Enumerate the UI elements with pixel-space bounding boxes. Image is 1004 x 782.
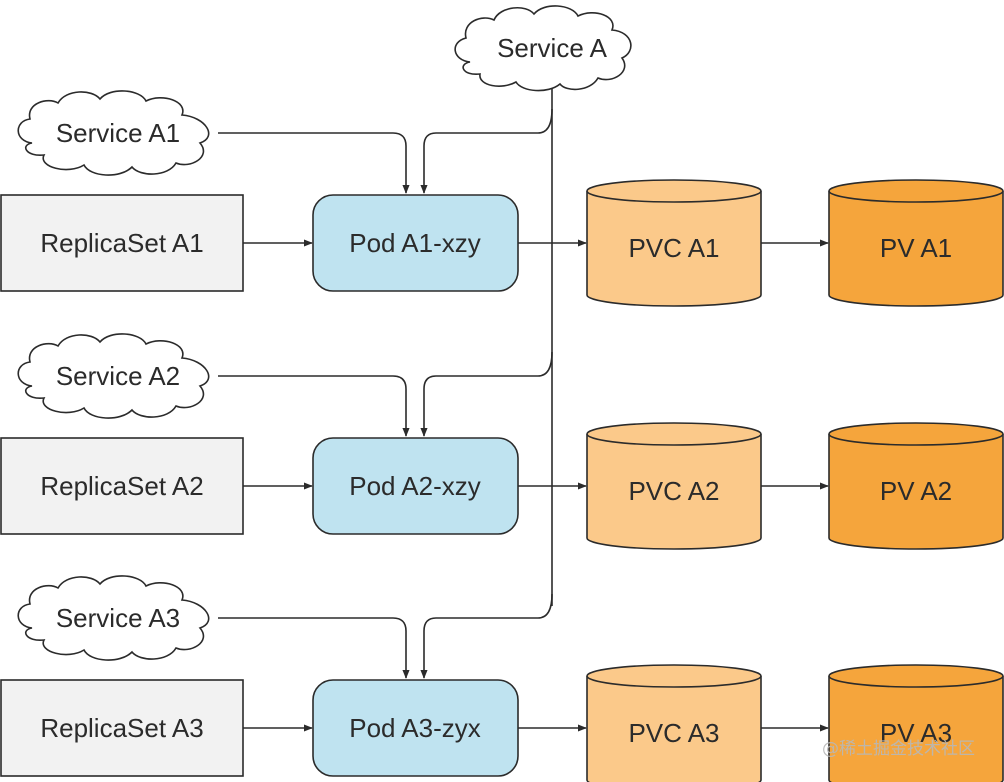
replicaset-rect bbox=[0, 679, 244, 777]
service-label: Service A2 bbox=[56, 361, 180, 391]
replicaset-rect bbox=[0, 194, 244, 292]
row-2: Service A2 ReplicaSet A2 Pod A2-xzy PVC A2 P… bbox=[0, 333, 1004, 550]
service-to-pod-arrow bbox=[218, 132, 410, 194]
pv-cylinder-label: PV A2 bbox=[880, 476, 952, 506]
replicaset-rect bbox=[0, 437, 244, 535]
cylinder-body bbox=[586, 191, 762, 307]
pod-label: Pod A2-xzy bbox=[349, 471, 481, 501]
pvc-cylinder-label: PVC A1 bbox=[628, 233, 719, 263]
cylinder-body bbox=[828, 191, 1004, 307]
cylinder-body bbox=[828, 676, 1004, 782]
pv-cylinder[interactable]: PV A1 bbox=[828, 179, 1004, 307]
service-to-pod-arrow bbox=[218, 375, 410, 437]
cloud-shape bbox=[454, 5, 632, 92]
service-cloud: Service A1 bbox=[17, 90, 210, 176]
cylinder-top bbox=[586, 179, 762, 203]
service-label: Service A3 bbox=[56, 603, 180, 633]
service-a-to-pod-arrow bbox=[420, 351, 553, 437]
pod-box[interactable]: Pod A2-xzy bbox=[312, 437, 519, 535]
pv-cylinder[interactable]: PV A3 bbox=[828, 664, 1004, 782]
cloud-shape bbox=[17, 90, 210, 176]
watermark: @稀土掘金技术社区 bbox=[822, 739, 975, 759]
pvc-cylinder-label: PVC A3 bbox=[628, 718, 719, 748]
pv-cylinder-label: PV A1 bbox=[880, 233, 952, 263]
pvc-cylinder[interactable]: PVC A2 bbox=[586, 422, 762, 550]
service-a-to-pod-arrow bbox=[420, 593, 553, 679]
pvc-cylinder[interactable]: PVC A1 bbox=[586, 179, 762, 307]
replicaset-label: ReplicaSet A3 bbox=[40, 713, 203, 743]
pod-box[interactable]: Pod A1-xzy bbox=[312, 194, 519, 292]
service-a-cloud: Service A bbox=[454, 5, 632, 92]
cloud-shape bbox=[17, 333, 210, 419]
pvc-cylinder[interactable]: PVC A3 bbox=[586, 664, 762, 782]
pod-box[interactable]: Pod A3-zyx bbox=[312, 679, 519, 777]
service-label: Service A1 bbox=[56, 118, 180, 148]
replicaset-label: ReplicaSet A2 bbox=[40, 471, 203, 501]
cylinder-top bbox=[586, 664, 762, 688]
cylinder-body bbox=[828, 434, 1004, 550]
service-cloud: Service A3 bbox=[17, 575, 210, 661]
cylinder-top bbox=[586, 422, 762, 446]
cylinder-top bbox=[828, 422, 1004, 446]
service-cloud: Service A2 bbox=[17, 333, 210, 419]
cloud-shape bbox=[17, 575, 210, 661]
cylinder-body bbox=[586, 434, 762, 550]
replicaset-box[interactable]: ReplicaSet A1 bbox=[0, 194, 244, 292]
pod-label: Pod A3-zyx bbox=[349, 713, 481, 743]
cylinder-top bbox=[828, 179, 1004, 203]
pvc-cylinder-label: PVC A2 bbox=[628, 476, 719, 506]
cylinder-body bbox=[586, 676, 762, 782]
row-3: Service A3 ReplicaSet A3 Pod A3-zyx PVC A3 P… bbox=[0, 575, 1004, 782]
service-a-label: Service A bbox=[497, 33, 607, 63]
service-to-pod-arrow bbox=[218, 617, 410, 679]
replicaset-box[interactable]: ReplicaSet A2 bbox=[0, 437, 244, 535]
service-a-to-pod-arrow bbox=[420, 108, 553, 194]
row-1: Service A1 ReplicaSet A1 Pod A1-xzy PVC A1 P… bbox=[0, 90, 1004, 307]
cylinder-top bbox=[828, 664, 1004, 688]
replicaset-box[interactable]: ReplicaSet A3 bbox=[0, 679, 244, 777]
pv-cylinder-label: PV A3 bbox=[880, 718, 952, 748]
pod-label: Pod A1-xzy bbox=[349, 228, 481, 258]
pv-cylinder[interactable]: PV A2 bbox=[828, 422, 1004, 550]
replicaset-label: ReplicaSet A1 bbox=[40, 228, 203, 258]
